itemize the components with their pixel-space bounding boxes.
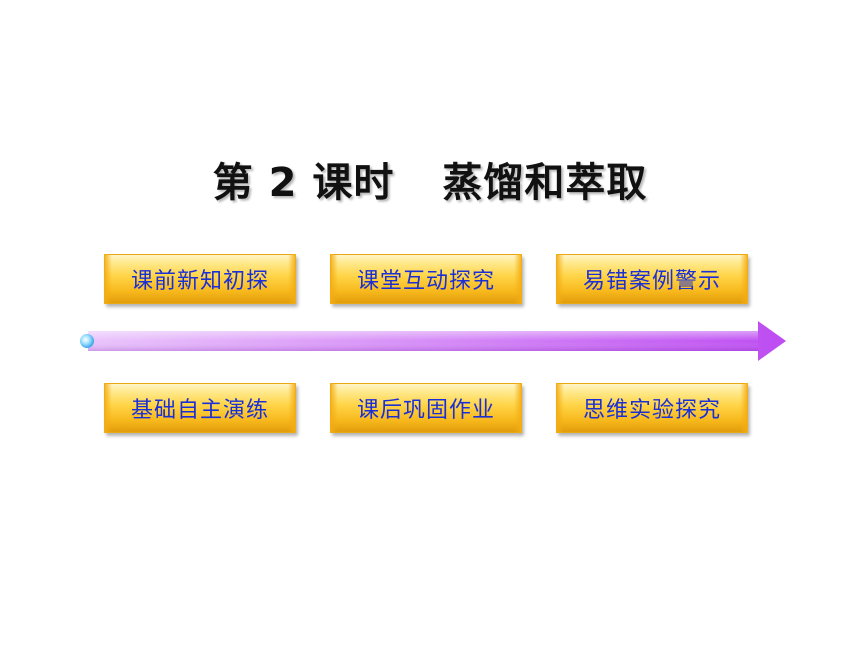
page-title: 第 2 课时 蒸馏和萃取 [0, 150, 860, 208]
nav-button-label: 思维实验探究 [582, 398, 721, 423]
title-lesson-number: 第 2 课时 [212, 160, 395, 206]
arrow-start-dot [80, 334, 94, 348]
nav-button-label: 课堂互动探究 [356, 269, 495, 294]
timeline-arrow [80, 321, 786, 361]
nav-button-error-cases[interactable]: 易错案例警示 [556, 254, 748, 304]
nav-button-self-practice[interactable]: 基础自主演练 [104, 383, 296, 433]
nav-button-label: 易错案例警示 [582, 269, 721, 294]
nav-button-inclass[interactable]: 课堂互动探究 [330, 254, 522, 304]
nav-button-label: 基础自主演练 [130, 398, 269, 423]
nav-button-label: 课前新知初探 [130, 269, 269, 294]
nav-button-label: 课后巩固作业 [356, 398, 495, 423]
arrow-shading [88, 331, 758, 351]
nav-button-experiment[interactable]: 思维实验探究 [556, 383, 748, 433]
title-topic: 蒸馏和萃取 [442, 160, 648, 206]
nav-button-homework[interactable]: 课后巩固作业 [330, 383, 522, 433]
nav-button-preclass[interactable]: 课前新知初探 [104, 254, 296, 304]
